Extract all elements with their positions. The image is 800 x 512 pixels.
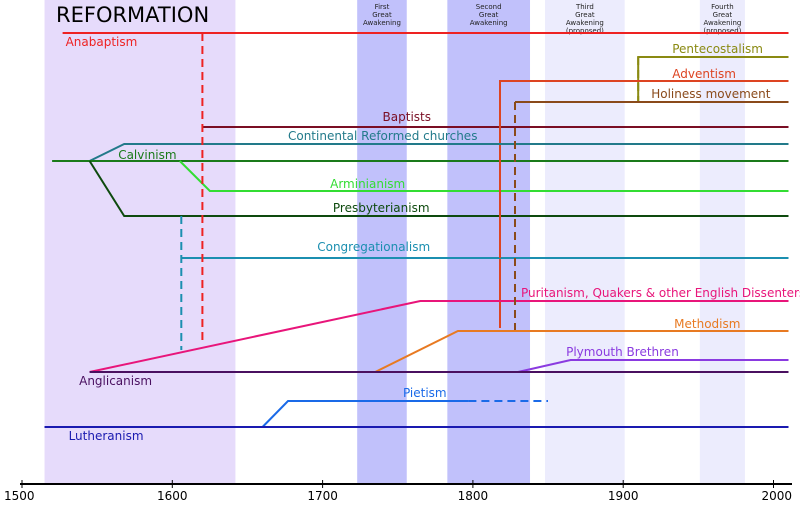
label-anglicanism: Anglicanism (79, 374, 152, 388)
label-holiness: Holiness movement (651, 87, 771, 101)
label-pietism: Pietism (403, 386, 447, 400)
era-band-reformation (44, 0, 236, 484)
era-label: Awakening (363, 19, 401, 27)
line-presbyterianism (88, 160, 789, 217)
era-label: Great (372, 11, 392, 19)
label-pentecostalism: Pentecostalism (672, 42, 763, 56)
line-continental (89, 143, 789, 162)
label-plymouth: Plymouth Brethren (566, 345, 679, 359)
era-label: (proposed) (703, 27, 741, 35)
era-label: (proposed) (566, 27, 604, 35)
line-pietism (261, 400, 469, 428)
label-presbyterianism: Presbyterianism (333, 201, 430, 215)
era-band-first (357, 0, 407, 484)
axis-tick-label: 1900 (608, 489, 639, 503)
era-label: Great (479, 11, 499, 19)
era-label: Great (575, 11, 595, 19)
label-congregationalism: Congregationalism (317, 240, 430, 254)
era-label: Awakening (566, 19, 604, 27)
line-methodism (374, 330, 789, 373)
year-axis: 1500 1600 1700 1800 1900 2000 (4, 480, 792, 503)
era-label: Great (713, 11, 733, 19)
label-puritanism: Puritanism, Quakers & other English Diss… (521, 286, 800, 300)
label-baptists: Baptists (383, 110, 431, 124)
era-band-second (447, 0, 531, 484)
diagram-title: REFORMATION (56, 3, 209, 27)
axis-tick-label: 1500 (4, 489, 35, 503)
label-lutheranism: Lutheranism (69, 429, 144, 443)
line-arminianism (179, 160, 789, 192)
label-continental: Continental Reformed churches (288, 129, 477, 143)
label-arminianism: Arminianism (330, 177, 405, 191)
axis-tick-label: 1600 (157, 489, 188, 503)
tradition-lines (44, 32, 789, 428)
era-band-third (545, 0, 625, 484)
line-puritanism (89, 300, 789, 373)
era-label: Awakening (470, 19, 508, 27)
era-label: Third (575, 3, 594, 11)
label-adventism: Adventism (672, 67, 736, 81)
label-calvinism: Calvinism (118, 148, 176, 162)
label-methodism: Methodism (674, 317, 740, 331)
era-label: Fourth (711, 3, 734, 11)
era-label: Awakening (703, 19, 741, 27)
axis-tick-label: 1800 (458, 489, 489, 503)
era-label: First (375, 3, 390, 11)
axis-tick-label: 2000 (761, 489, 792, 503)
era-label: Second (476, 3, 502, 11)
line-plymouth (517, 359, 789, 373)
axis-tick-label: 1700 (307, 489, 338, 503)
label-anabaptism: Anabaptism (66, 35, 138, 49)
